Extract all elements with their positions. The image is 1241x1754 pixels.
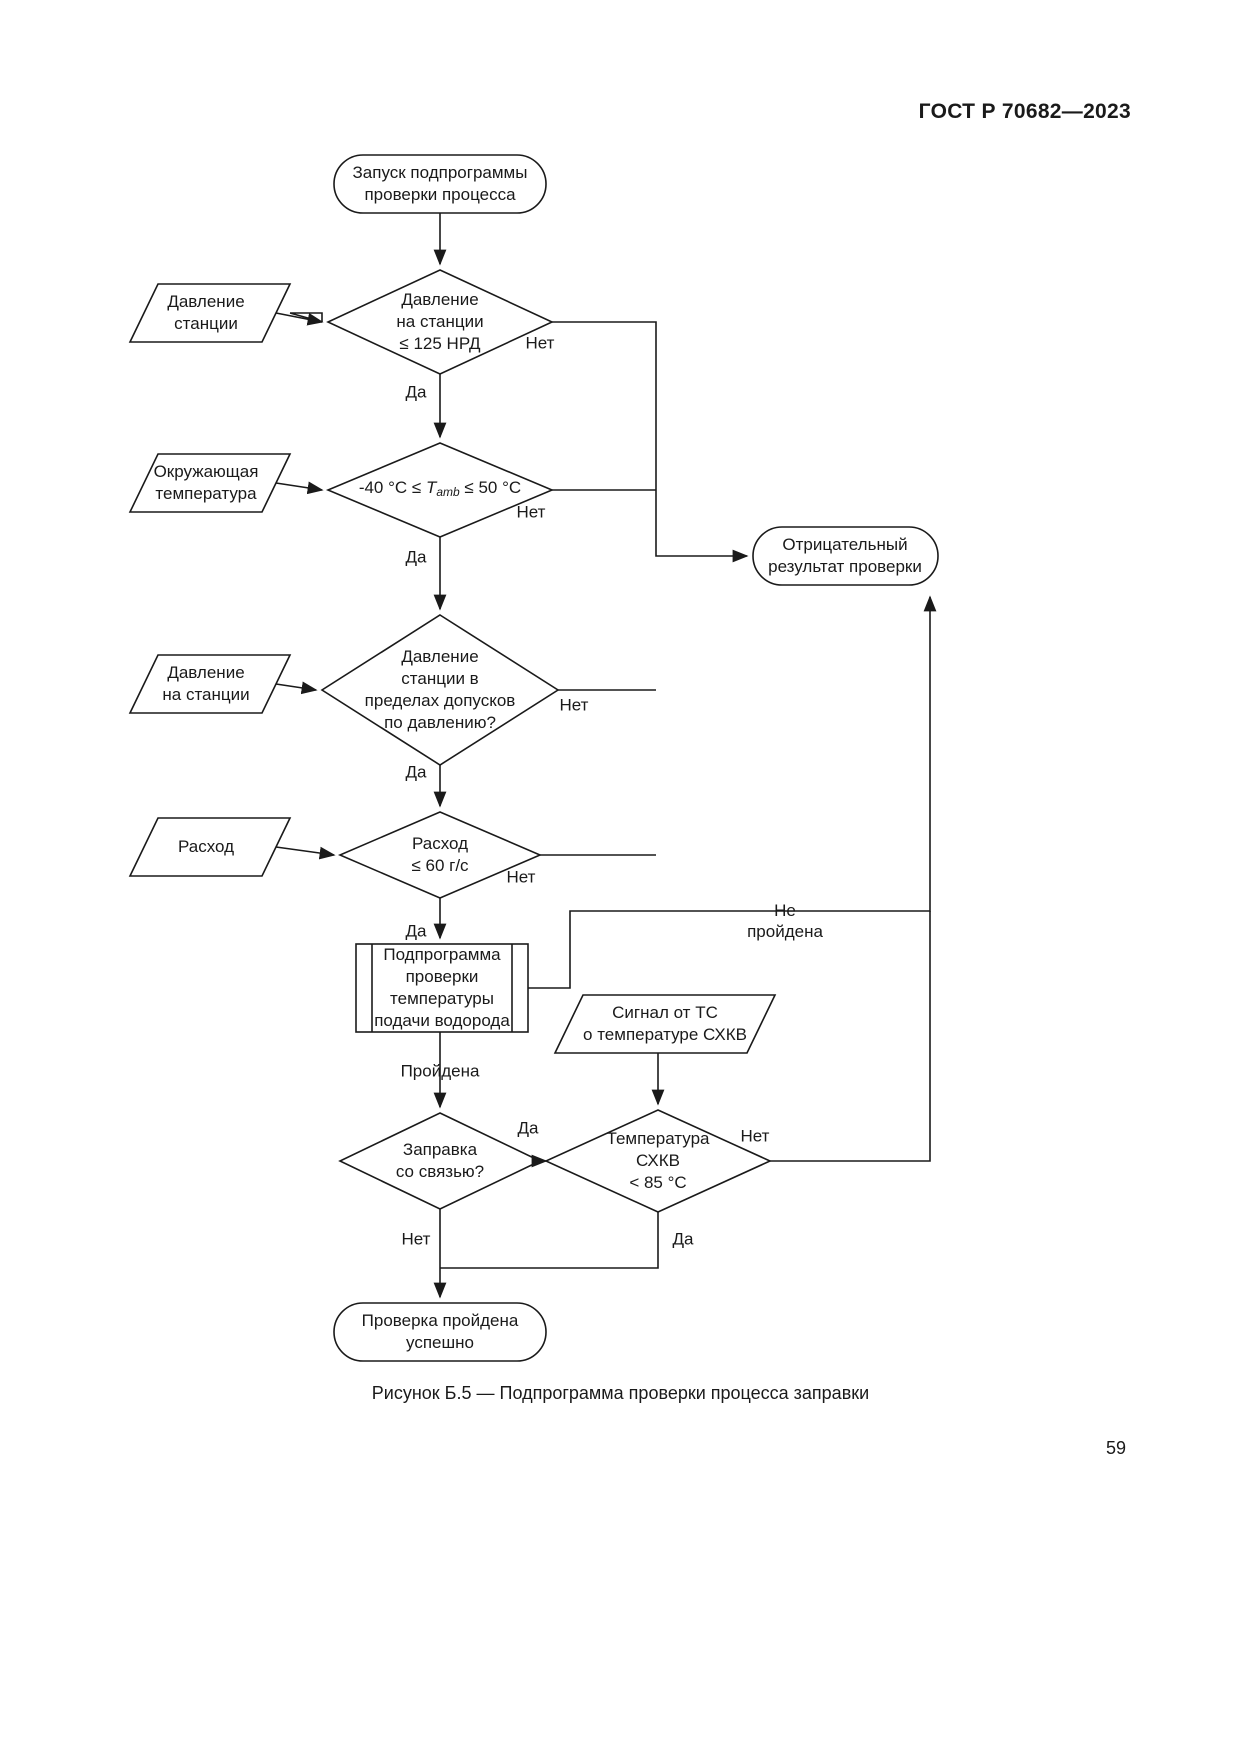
node-success-shape <box>333 1302 547 1362</box>
edge-label-ambient-yes: Да <box>405 547 427 567</box>
node-io-ts-signal-shape <box>553 994 777 1054</box>
node-start-shape <box>333 154 547 214</box>
edge-label-tolerance-no: Нет <box>559 695 589 715</box>
node-io-ambient-shape <box>128 453 292 513</box>
edge-schkv-no <box>770 911 931 1162</box>
edge-label-schkv-no: Нет <box>740 1126 770 1146</box>
edge-schkv-yes <box>440 1212 659 1269</box>
edge-io1-arrow <box>275 312 324 326</box>
edge-label-ambient-no: Нет <box>516 502 546 522</box>
node-io-flow-shape <box>128 817 292 877</box>
edge-label-comm-no: Нет <box>401 1229 431 1249</box>
edge-label-tolerance-yes: Да <box>405 762 427 782</box>
node-decision-ambient-shape <box>325 442 555 538</box>
edge-label-pressure125-yes: Да <box>405 382 427 402</box>
page-number: 59 <box>1105 1438 1126 1458</box>
node-decision-tolerance-shape <box>320 614 560 766</box>
edge-label-comm-yes: Да <box>517 1118 539 1138</box>
edge-subprocess-failed <box>528 595 937 989</box>
edge-label-flow-no: Нет <box>506 867 536 887</box>
node-io-pressure-station-shape <box>128 654 292 714</box>
edge-label-subprocess-passed: Пройдена <box>400 1061 480 1081</box>
standard-header: ГОСТ Р 70682—2023 <box>918 100 1131 123</box>
node-io-station-pressure-shape <box>128 283 292 343</box>
edge-label-schkv-yes: Да <box>672 1229 694 1249</box>
node-decision-pressure125-shape <box>326 269 554 375</box>
edge-label-subprocess-failed: Не пройдена <box>747 901 823 941</box>
node-negative-result-shape <box>752 526 939 586</box>
edge-d1-no <box>552 321 749 563</box>
figure-caption: Рисунок Б.5 — Подпрограмма проверки проц… <box>371 1383 870 1403</box>
edge-io4-arrow <box>275 846 336 860</box>
edge-io2-arrow <box>275 481 324 495</box>
node-subprocess-shape <box>355 943 529 1033</box>
edge-label-pressure125-no: Нет <box>525 333 555 353</box>
edge-io3-arrow <box>275 681 318 695</box>
edge-label-flow-yes: Да <box>405 921 427 941</box>
